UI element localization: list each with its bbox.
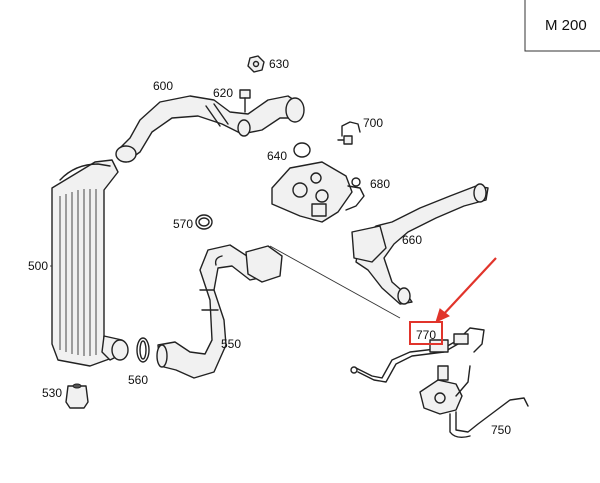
label-660: 660 <box>402 233 422 247</box>
label-630: 630 <box>269 57 289 71</box>
bolt-620[interactable] <box>239 89 251 113</box>
gasket-640[interactable] <box>293 142 311 158</box>
label-570: 570 <box>173 217 193 231</box>
engine-badge: M 200 <box>524 0 600 52</box>
connector-line <box>269 245 401 319</box>
label-550: 550 <box>221 337 241 351</box>
throttle-assembly[interactable] <box>271 161 353 223</box>
nut-630[interactable] <box>247 55 265 73</box>
intake-tube-660[interactable] <box>351 183 489 305</box>
valve-750[interactable] <box>419 365 529 439</box>
label-560: 560 <box>128 373 148 387</box>
seal-ring-560[interactable] <box>136 337 150 363</box>
label-750: 750 <box>491 423 511 437</box>
hose-680[interactable] <box>345 177 365 211</box>
highlight-box-770 <box>409 321 443 345</box>
charge-air-hose-600[interactable] <box>115 95 305 163</box>
label-620: 620 <box>213 86 233 100</box>
charge-air-pipe-550[interactable] <box>156 244 283 379</box>
engine-code: M 200 <box>545 17 587 34</box>
label-600: 600 <box>153 79 173 93</box>
o-ring-570[interactable] <box>195 214 213 230</box>
label-500: 500 <box>28 259 48 273</box>
label-770: 770 <box>416 328 436 342</box>
label-680: 680 <box>370 177 390 191</box>
label-640: 640 <box>267 149 287 163</box>
label-700: 700 <box>363 116 383 130</box>
label-530: 530 <box>42 386 62 400</box>
intercooler-500[interactable] <box>50 159 129 367</box>
callout-arrow <box>435 257 497 323</box>
mount-530[interactable] <box>65 383 89 409</box>
pipe-700[interactable] <box>337 121 361 145</box>
